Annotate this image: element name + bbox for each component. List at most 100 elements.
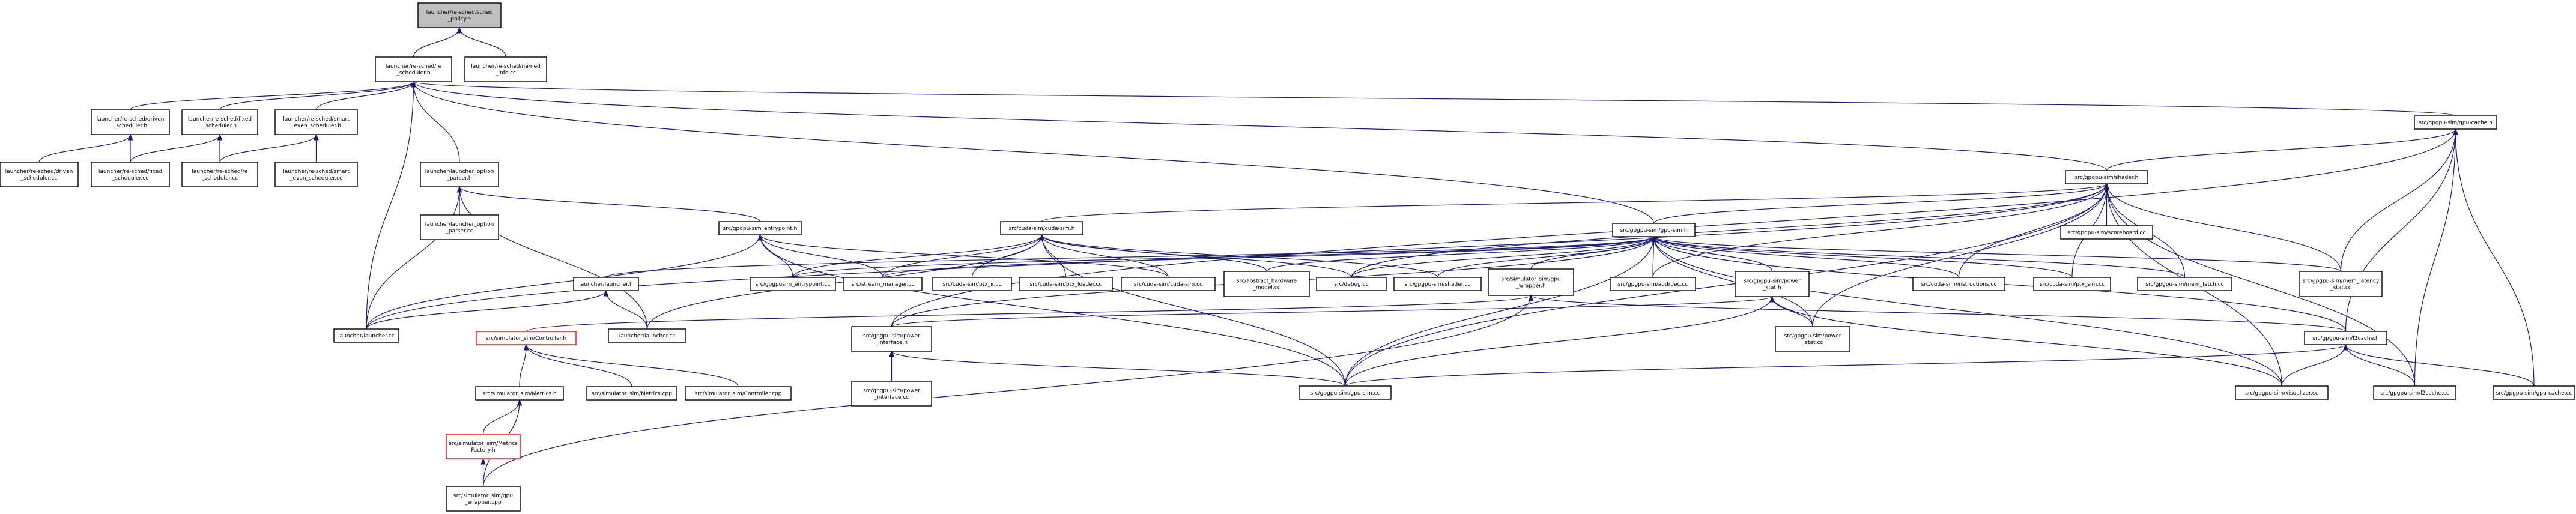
node-sched-named[interactable]: launcher/re-sched/named_info.cc [464,56,547,82]
edge-shader_h-to-sched_h [413,81,2108,171]
edge-cuda_simple_sim_cc-to-gpu_sim_h [1653,236,2073,278]
node-metrics-cpp[interactable]: src/simulator_sim/Metrics.cpp [586,386,677,401]
arrowhead [1769,295,1775,303]
node-label: src/gpgpu-sim/l2cache.h [2312,336,2378,342]
node-option-cc[interactable]: launcher/launcher_option_parser.cc [420,214,499,240]
node-label: src/gpgpu-sim/shader.cc [1405,282,1471,288]
edge-launcher_main_cc-to-entrypoint_h [366,234,761,330]
edge-l2cache_cc-to-shader_h [2106,183,2416,387]
node-abstract-hw-cc[interactable]: src/abstract_hardware_model.cc [1223,271,1310,297]
node-cuda-simple-sim-cc[interactable]: src/cuda-sim/ptx_sim.cc [2033,277,2111,291]
node-power-stat-cc[interactable]: src/gpgpu-sim/power_stat.cc [1775,326,1850,352]
node-power-stat-h[interactable]: src/gpgpu-sim/power_stat.h [1735,271,1810,297]
arrowhead [523,343,529,351]
edge-gpu_sim_h-to-shader_h [1653,183,2108,224]
node-cuda-sim-h[interactable]: src/cuda-sim/cuda-sim.h [1000,221,1083,235]
node-l2cache-h[interactable]: src/gpgpu-sim/l2cache.h [2304,331,2387,345]
node-box [91,109,170,135]
node-ptx-loader-cc[interactable]: src/cuda-sim/ptx_loader.cc [1019,277,1113,291]
node-box [851,326,932,352]
edge-debug_cc-to-shader_h [1351,183,2108,278]
node-label: src/gpgpu-sim/gpu-cache.h [2419,120,2493,126]
node-label: src/simulator_sim/Metrics [449,441,518,447]
edge-visualizer_cc-to-power_stat_h [1771,296,2282,387]
node-l2cache-cc[interactable]: src/gpgpu-sim/l2cache.cc [2373,386,2456,400]
node-gpu-sim-h[interactable]: src/gpgpu-sim/gpu-sim.h [1612,223,1696,237]
node-metrics-h[interactable]: src/simulator_sim/Metrics.h [475,386,564,401]
node-sim-gpu-wrapper-h[interactable]: src/simulator_sim/gpu_wrapper.h [1488,268,1574,296]
node-mem-fetch-cc[interactable]: src/gpgpu-sim/mem_fetch.cc [2137,277,2232,291]
node-label: src/gpgpu-sim/shader.h [2075,175,2139,181]
node-smart-h[interactable]: launcher/re-sched/smart_even_scheduler.h [274,109,358,135]
node-gpu-wrapper-cpp[interactable]: src/simulator_sim/gpu_wrapper.cpp [446,486,521,512]
node-sched-cc[interactable]: launcher/re-sched/re_scheduler.cc [181,162,258,187]
node-cuda-simple-cc[interactable]: src/cuda-sim/ptx_ir.cc [932,277,1012,291]
node-label: launcher/re-sched/smart [283,116,350,122]
node-gpu-sim-main-cc[interactable]: src/gpgpu-sim/shader.cc [1393,277,1482,291]
node-label: _info.cc [495,70,516,76]
node-power-if-h[interactable]: src/gpgpu-sim/power_interface.h [851,326,932,352]
node-box [2373,386,2456,400]
node-box [417,2,502,28]
node-label: src/simulator_sim/Metrics.h [482,391,556,397]
node-ctrl-cpp[interactable]: src/simulator_sim/Controller.cpp [685,386,792,401]
node-fixed-cc[interactable]: launcher/re-sched/fixed_scheduler.cc [91,162,170,187]
node-entrypoint-cc[interactable]: src/gpgpusim_entrypoint.cc [750,277,836,291]
edge-l2cache_cc-to-gpu_cache_h [2414,128,2456,387]
arrowhead [2343,343,2348,351]
node-sched-h[interactable]: launcher/re-sched/re_scheduler.h [375,56,452,82]
edge-power_stat_cc-to-power_stat_h [1771,296,1813,327]
node-entrypoint-h[interactable]: src/gpgpu-sim_entrypoint.h [718,221,802,235]
node-instructions-cc[interactable]: src/cuda-sim/instructions.cc [1912,277,2005,291]
node-gpu-cache-h[interactable]: src/gpgpu-sim/gpu-cache.h [2414,115,2497,130]
node-box [1223,271,1310,297]
node-scoreboard-cc[interactable]: src/gpgpu-sim/scoreboard.cc [2060,225,2153,240]
node-label: src/gpgpu-sim/gpu-sim.cc [1310,390,1380,396]
edge-entrypoint_cc-to-cuda_sim_h [792,234,1043,278]
edge-ctrl_h-to-sim_gpu_wrapper_h [526,295,1532,332]
edge-power_stat_cc-to-gpu_sim_h [1653,236,1813,327]
node-cuda-sim-cc[interactable]: src/cuda-sim/cuda-sim.cc [1121,277,1216,291]
node-addrdec-cc[interactable]: src/gpgpu-sim/addrdec.cc [1610,277,1696,291]
node-label: src/gpgpu-sim/power [1784,333,1841,339]
node-stream-cc[interactable]: src/stream_manager.cc [843,277,923,291]
edge-power_stat_cc-to-shader_h [1812,183,2108,327]
node-box [608,328,686,343]
node-launcher-h[interactable]: launcher/launcher.h [573,277,639,291]
edge-gpu_cache_cc-to-gpu_cache_h [2455,128,2535,387]
node-visualizer-cc[interactable]: src/gpgpu-sim/visualizer.cc [2235,386,2329,400]
node-mem-latency-cc[interactable]: src/gpgpu-sim/mem_latency_stat.cc [2299,271,2383,297]
node-driven-cc[interactable]: launcher/re-sched/driven_scheduler.cc [0,162,79,187]
node-smart-cc[interactable]: launcher/re-sched/smart_even_scheduler.c… [274,162,358,187]
edge-shader_h-to-gpu_cache_h [2106,128,2456,171]
node-label: src/gpgpu-sim/power [1744,279,1801,285]
node-debug-cc[interactable]: src/debug.cc [1316,277,1387,291]
arrowhead [314,133,319,141]
node-shader-h[interactable]: src/gpgpu-sim/shader.h [2065,170,2148,184]
node-launcher-main-cc[interactable]: launcher/launcher.cc [333,328,399,343]
edge-gpu_cache_h-to-sched_h [413,81,2456,116]
node-gpu-sim-cc[interactable]: src/gpgpu-sim/gpu-sim.cc [1299,386,1392,400]
node-label: launcher/re-sched/fixed [98,169,162,175]
node-box [1316,277,1387,291]
node-box [181,162,258,187]
node-option-h[interactable]: launcher/launcher_option_parser.h [420,162,499,187]
node-label: launcher/re-sched/fixed [188,116,252,122]
node-shed-policy[interactable]: launcher/re-sched/sched_policy.h [417,2,502,28]
node-fixed-h[interactable]: launcher/re-sched/fixed_scheduler.h [181,109,258,135]
node-launcher-cc[interactable]: launcher/launcher.cc [608,328,686,343]
edge-launcher_cc-to-option_h [459,186,648,330]
node-ctrl-h[interactable]: src/simulator_sim/Controller.h [476,331,577,345]
node-gpu-cache-cc[interactable]: src/gpgpu-sim/gpu-cache.cc [2493,386,2575,400]
edge-sched_cc-to-smart_h [219,134,317,163]
node-box [420,214,499,240]
node-label: _interface.h [875,340,908,346]
node-label: src/cuda-sim/cuda-sim.cc [1134,282,1202,288]
node-box [851,381,932,407]
node-driven-h[interactable]: launcher/re-sched/driven_scheduler.h [91,109,170,135]
node-label: _scheduler.h [396,70,430,76]
node-power-if-cc[interactable]: src/gpgpu-sim/power_interface.cc [851,381,932,407]
node-box [2033,277,2111,291]
edge-metrics_h-to-ctrl_h [519,344,527,387]
